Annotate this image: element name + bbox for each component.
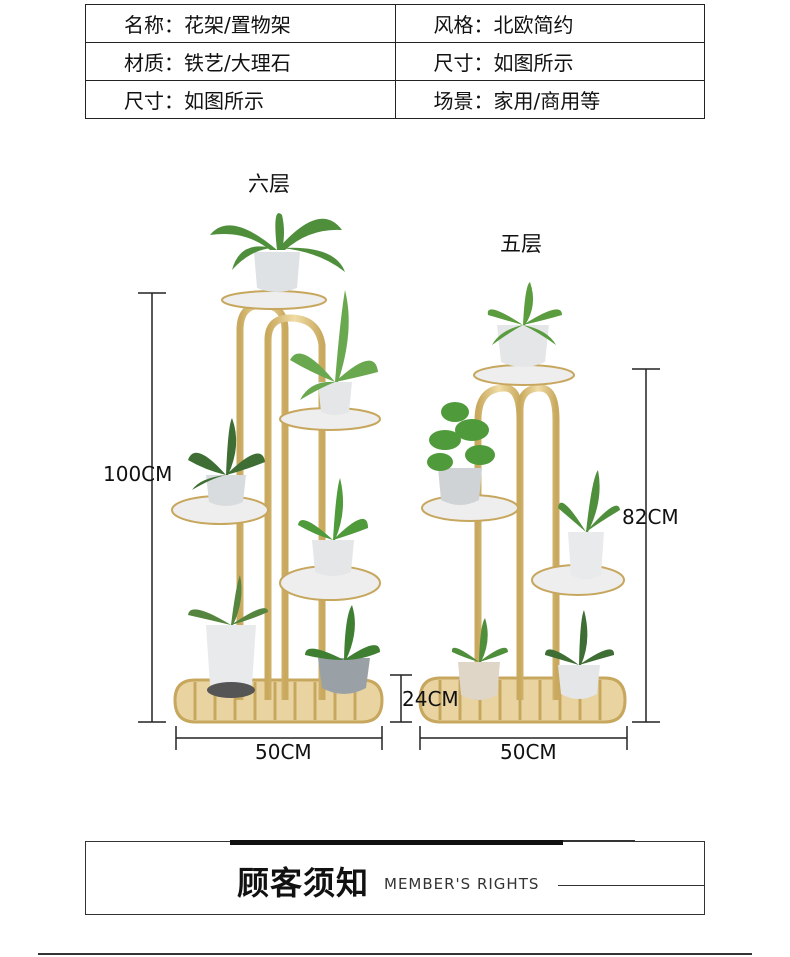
six-tier-width-label: 50CM (255, 740, 312, 764)
spec-cell: 尺寸：如图所示 (85, 80, 396, 119)
banner-top-line (563, 840, 635, 841)
bottom-rule (38, 953, 752, 955)
base-height-label: 24CM (402, 687, 459, 711)
six-tier-height-label: 100CM (103, 462, 173, 486)
spec-cell: 名称：花架/置物架 (85, 4, 396, 43)
plant-stand-illustration (138, 213, 660, 750)
spec-row: 尺寸：如图所示 场景：家用/商用等 (85, 80, 705, 119)
five-tier-width-label: 50CM (500, 740, 557, 764)
spec-row: 名称：花架/置物架 风格：北欧简约 (85, 4, 705, 43)
five-tier-stand (418, 282, 660, 750)
spec-cell: 材质：铁艺/大理石 (85, 42, 396, 81)
five-tier-title: 五层 (500, 232, 542, 256)
spec-table: 名称：花架/置物架 风格：北欧简约 材质：铁艺/大理石 尺寸：如图所示 尺寸：如… (85, 4, 705, 119)
banner-accent-bar (230, 840, 563, 845)
five-tier-height-label: 82CM (622, 505, 679, 529)
banner-divider (558, 885, 705, 886)
banner-title-cn: 顾客须知 (237, 864, 370, 902)
six-tier-title: 六层 (248, 172, 290, 196)
spec-cell: 场景：家用/商用等 (394, 80, 705, 119)
spec-cell: 风格：北欧简约 (394, 4, 705, 43)
six-tier-stand (138, 213, 412, 750)
banner-title-en: MEMBER'S RIGHTS (384, 875, 540, 893)
